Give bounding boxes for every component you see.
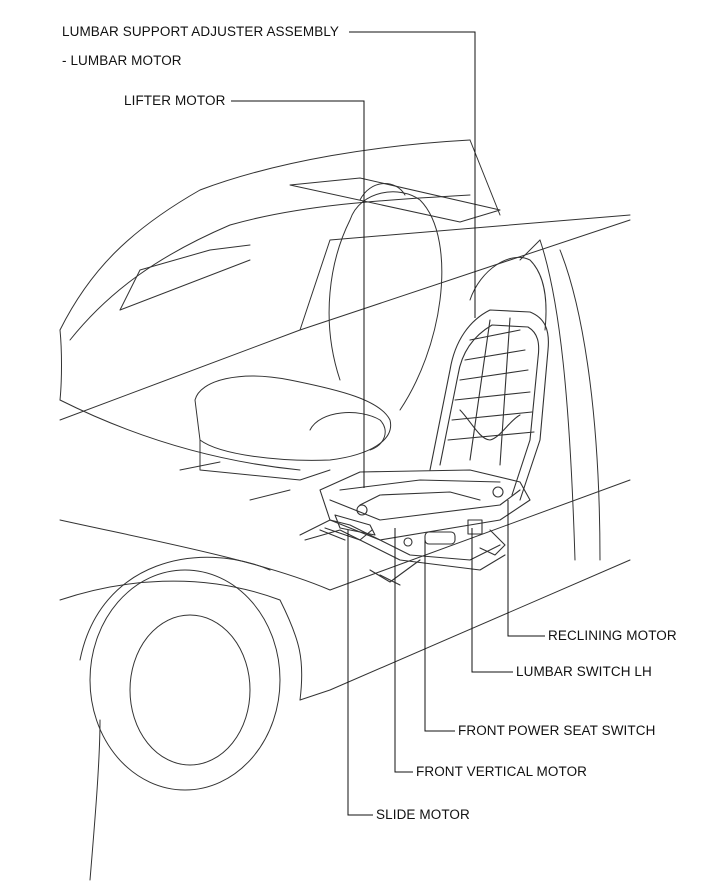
front-seat-outline [179, 183, 443, 501]
leader-lumbar-assembly [349, 31, 476, 318]
leader-lifter-motor [231, 100, 365, 488]
leader-slide-motor [347, 530, 373, 816]
label-front-vertical-motor: FRONT VERTICAL MOTOR [416, 764, 588, 779]
leader-front-vertical-motor [394, 528, 413, 773]
label-lumbar-support-adjuster-assembly: LUMBAR SUPPORT ADJUSTER ASSEMBLY [62, 24, 340, 39]
label-front: FRONT [458, 723, 505, 738]
leader-reclining-motor [507, 500, 545, 637]
label-lifter-motor: LIFTER MOTOR [124, 93, 226, 108]
label-slide-motor: SLIDE MOTOR [376, 807, 470, 822]
leader-lumbar-switch [471, 528, 513, 673]
seat-frame [299, 309, 549, 586]
label-lumbar-motor: - LUMBAR MOTOR [62, 53, 182, 68]
leader-power-seat-switch [424, 540, 455, 732]
label-reclining-motor: RECLINING MOTOR [548, 628, 677, 643]
car-body-outline [59, 139, 631, 701]
label-lumbar-switch-lh: LUMBAR SWITCH LH [516, 664, 652, 679]
front-wheel [79, 556, 281, 881]
rear-seat-outline [469, 239, 547, 331]
label-power-seat-switch: POWER SEAT SWITCH [508, 723, 656, 738]
